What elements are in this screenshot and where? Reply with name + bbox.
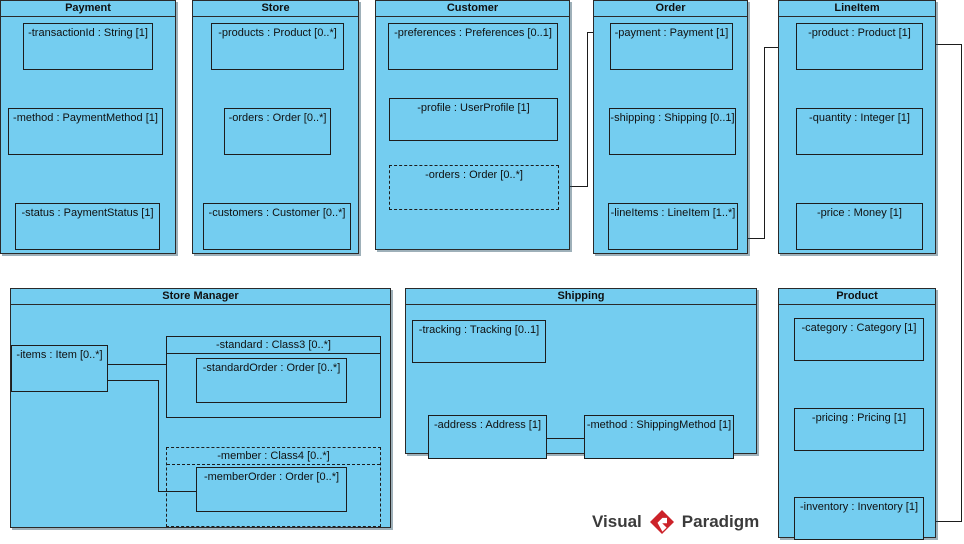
attr-product-inventory-label: -inventory : Inventory [1]: [800, 501, 918, 513]
attr-lineitem-price[interactable]: -price : Money [1]: [796, 203, 923, 250]
class-payment-body: -transactionId : String [1] -method : Pa…: [1, 17, 175, 253]
attr-shipping-address-label: -address : Address [1]: [434, 419, 541, 431]
class-store[interactable]: Store -products : Product [0..*] -orders…: [192, 0, 359, 254]
class-customer-body: -preferences : Preferences [0..1] -profi…: [376, 17, 569, 249]
attr-customer-profile-label: -profile : UserProfile [1]: [417, 102, 530, 114]
connector-items-to-member-order-h1: [107, 380, 159, 381]
attr-store-manager-member-order-label: -memberOrder : Order [0..*]: [203, 471, 340, 483]
connector-lineitem-product-to-product-inventory-h2: [922, 521, 962, 522]
attr-payment-method-label: -method : PaymentMethod [1]: [13, 112, 158, 124]
class-store-manager-title: Store Manager: [11, 289, 390, 305]
attr-store-products[interactable]: -products : Product [0..*]: [211, 23, 344, 70]
attr-store-products-label: -products : Product [0..*]: [218, 27, 337, 39]
logo-word-paradigm: Paradigm: [681, 512, 760, 531]
attr-shipping-method-label: -method : ShippingMethod [1]: [586, 419, 732, 431]
attr-lineitem-quantity[interactable]: -quantity : Integer [1]: [796, 108, 923, 155]
class-customer-title: Customer: [376, 1, 569, 17]
attr-store-customers[interactable]: -customers : Customer [0..*]: [203, 203, 351, 250]
attr-customer-preferences[interactable]: -preferences : Preferences [0..1]: [388, 23, 558, 70]
class-lineitem[interactable]: LineItem -product : Product [1] -quantit…: [778, 0, 936, 254]
attr-store-manager-standard-order[interactable]: -standardOrder : Order [0..*]: [196, 358, 347, 403]
connector-lineitem-product-to-product-inventory-v: [961, 44, 962, 522]
attr-product-category-label: -category : Category [1]: [801, 322, 917, 334]
attr-shipping-tracking-label: -tracking : Tracking [0..1]: [418, 324, 540, 336]
attr-lineitem-price-label: -price : Money [1]: [817, 207, 902, 219]
class-shipping[interactable]: Shipping -tracking : Tracking [0..1] -ad…: [405, 288, 757, 459]
attr-customer-preferences-label: -preferences : Preferences [0..1]: [394, 27, 552, 39]
attr-shipping-address[interactable]: -address : Address [1]: [428, 415, 547, 459]
connector-order-lineitems-to-lineitem-product-v: [764, 47, 765, 239]
attr-lineitem-product[interactable]: -product : Product [1]: [796, 23, 923, 70]
attr-order-line-items[interactable]: -lineItems : LineItem [1..*]: [608, 203, 738, 250]
attr-payment-status-label: -status : PaymentStatus [1]: [21, 207, 154, 219]
part-store-manager-standard-title: -standard : Class3 [0..*]: [167, 337, 380, 354]
attr-store-orders-label: -orders : Order [0..*]: [228, 112, 327, 124]
attr-product-category[interactable]: -category : Category [1]: [794, 318, 924, 361]
attr-store-manager-member-order[interactable]: -memberOrder : Order [0..*]: [196, 467, 347, 512]
class-product-title: Product: [779, 289, 935, 305]
class-store-manager[interactable]: Store Manager -items : Item [0..*] -stan…: [10, 288, 391, 528]
connector-items-to-member-order-v: [158, 380, 159, 492]
class-shipping-title: Shipping: [406, 289, 756, 305]
attr-payment-transaction-id-label: -transactionId : String [1]: [28, 27, 148, 39]
attr-order-payment[interactable]: -payment : Payment [1]: [610, 23, 733, 70]
class-payment-title: Payment: [1, 1, 175, 17]
attr-customer-orders-label: -orders : Order [0..*]: [425, 169, 523, 181]
class-lineitem-body: -product : Product [1] -quantity : Integ…: [779, 17, 935, 253]
connector-items-to-standard-order-h: [107, 364, 196, 365]
attr-lineitem-product-label: -product : Product [1]: [808, 27, 911, 39]
class-product[interactable]: Product -category : Category [1] -pricin…: [778, 288, 936, 540]
connector-order-lineitems-to-lineitem-product-h1: [737, 238, 765, 239]
attr-product-pricing-label: -pricing : Pricing [1]: [811, 412, 907, 424]
attr-payment-status[interactable]: -status : PaymentStatus [1]: [15, 203, 160, 250]
visual-paradigm-diamond-icon: [649, 509, 675, 535]
class-store-title: Store: [193, 1, 358, 17]
attr-order-shipping-label: -shipping : Shipping [0..1]: [610, 112, 735, 124]
attr-order-line-items-label: -lineItems : LineItem [1..*]: [610, 207, 736, 219]
attr-product-inventory[interactable]: -inventory : Inventory [1]: [794, 497, 924, 540]
class-product-body: -category : Category [1] -pricing : Pric…: [779, 305, 935, 540]
connector-customer-orders-to-order-payment-h1: [557, 186, 588, 187]
class-order[interactable]: Order -payment : Payment [1] -shipping :…: [593, 0, 748, 254]
class-store-manager-body: -items : Item [0..*] -standard : Class3 …: [11, 305, 390, 527]
attr-order-payment-label: -payment : Payment [1]: [614, 27, 729, 39]
attr-customer-profile[interactable]: -profile : UserProfile [1]: [389, 98, 558, 141]
class-shipping-body: -tracking : Tracking [0..1] -address : A…: [406, 305, 756, 459]
logo-word-visual: Visual: [592, 512, 642, 531]
attr-store-orders[interactable]: -orders : Order [0..*]: [224, 108, 331, 155]
connector-lineitem-product-to-product-inventory-h1: [922, 44, 962, 45]
connector-address-to-method: [547, 438, 585, 439]
attr-product-pricing[interactable]: -pricing : Pricing [1]: [794, 408, 924, 451]
attr-payment-transaction-id[interactable]: -transactionId : String [1]: [23, 23, 153, 70]
attr-store-manager-items-label: -items : Item [0..*]: [16, 349, 103, 361]
part-store-manager-member-title: -member : Class4 [0..*]: [167, 448, 380, 465]
connector-customer-orders-to-order-payment-v: [587, 32, 588, 187]
attr-store-manager-items[interactable]: -items : Item [0..*]: [11, 345, 108, 392]
attr-customer-orders[interactable]: -orders : Order [0..*]: [389, 165, 559, 210]
part-store-manager-standard[interactable]: -standard : Class3 [0..*] -standardOrder…: [166, 336, 381, 418]
class-payment[interactable]: Payment -transactionId : String [1] -met…: [0, 0, 176, 254]
attr-payment-method[interactable]: -method : PaymentMethod [1]: [8, 108, 163, 155]
attr-order-shipping[interactable]: -shipping : Shipping [0..1]: [609, 108, 736, 155]
attr-lineitem-quantity-label: -quantity : Integer [1]: [809, 112, 910, 124]
part-store-manager-member[interactable]: -member : Class4 [0..*] -memberOrder : O…: [166, 447, 381, 527]
attr-shipping-method[interactable]: -method : ShippingMethod [1]: [584, 415, 734, 459]
class-store-body: -products : Product [0..*] -orders : Ord…: [193, 17, 358, 253]
class-order-title: Order: [594, 1, 747, 17]
attr-shipping-tracking[interactable]: -tracking : Tracking [0..1]: [412, 320, 546, 363]
connector-items-to-member-order-h2: [158, 491, 196, 492]
class-order-body: -payment : Payment [1] -shipping : Shipp…: [594, 17, 747, 253]
attr-store-manager-standard-order-label: -standardOrder : Order [0..*]: [202, 362, 341, 374]
class-lineitem-title: LineItem: [779, 1, 935, 17]
attr-store-customers-label: -customers : Customer [0..*]: [208, 207, 346, 219]
visual-paradigm-logo: Visual Paradigm: [592, 509, 759, 535]
class-customer[interactable]: Customer -preferences : Preferences [0..…: [375, 0, 570, 250]
